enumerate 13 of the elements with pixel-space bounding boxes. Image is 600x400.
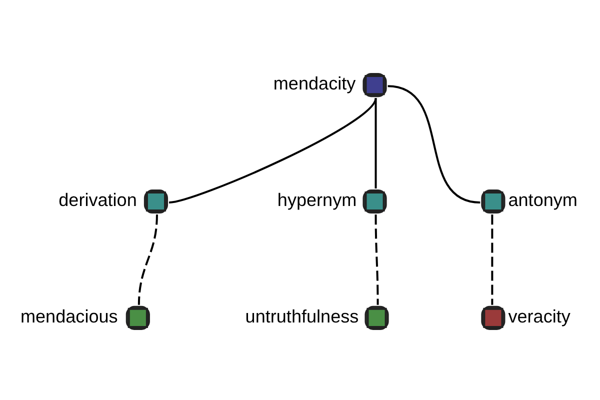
node-label: mendacity: [273, 73, 356, 93]
connector: [491, 214, 494, 304]
connector: [388, 84, 480, 203]
node-label: mendacious: [20, 306, 118, 326]
node-label: antonym: [508, 189, 578, 210]
node-label: derivation: [58, 189, 137, 210]
node-label: untruthfulness: [245, 306, 359, 326]
connector: [374, 98, 377, 188]
connector: [138, 214, 158, 304]
connector: [374, 214, 379, 304]
node-label: hypernym: [277, 189, 357, 210]
node-label: veracity: [508, 306, 570, 326]
connector: [168, 97, 377, 203]
